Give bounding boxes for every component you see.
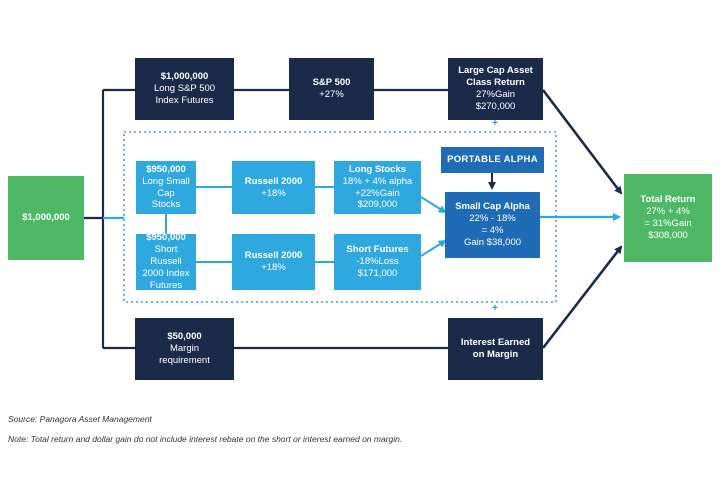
small-cap-alpha-gain: Gain $38,000: [463, 236, 522, 248]
russell-bottom-label: Russell 2000: [244, 250, 303, 262]
source-note: Source: Panagora Asset Management: [8, 414, 152, 424]
sp-futures-amount: $1,000,000: [160, 71, 209, 83]
link-short-futures-to-alpha: [420, 239, 447, 257]
total-return-result: = 31%Gain: [644, 218, 692, 229]
sp-futures-label-2: Index Futures: [155, 94, 214, 106]
russell-2000-top-box: Russell 2000 +18%: [232, 161, 315, 214]
long-stocks-formula: 18% + 4% alpha: [342, 175, 413, 187]
large-cap-title-1: Large Cap Asset: [458, 65, 533, 77]
long-small-cap-amount: $950,000: [146, 163, 186, 175]
short-russell-amount: $950,000: [146, 232, 186, 244]
short-futures-dollars: $171,000: [357, 267, 398, 279]
interest-on-margin-box: Interest Earned on Margin: [448, 318, 543, 380]
short-futures-box: Short Futures -18%Loss $171,000: [334, 234, 421, 290]
russell-top-return: +18%: [261, 187, 286, 199]
long-stocks-gain: +22%Gain: [355, 187, 400, 199]
long-small-cap-label-1: Long Small Cap: [142, 175, 190, 199]
margin-requirement-box: $50,000 Margin requirement: [135, 318, 234, 380]
total-return-formula: 27% + 4%: [646, 206, 690, 218]
long-stocks-title: Long Stocks: [348, 163, 406, 175]
short-russell-label-2: 2000 Index: [142, 267, 190, 279]
russell-top-label: Russell 2000: [244, 175, 303, 187]
large-cap-dollars: $270,000: [475, 100, 516, 112]
plus-sign-top: +: [492, 118, 498, 129]
small-cap-alpha-result: = 4%: [481, 225, 504, 236]
sp500-return: +27%: [319, 89, 344, 100]
large-cap-gain: 27%Gain: [475, 89, 516, 100]
sp500-return-box: S&P 500 +27%: [289, 58, 374, 120]
long-sp500-futures-box: $1,000,000 Long S&P 500 Index Futures: [135, 58, 234, 120]
large-cap-title-2: Class Return: [466, 77, 525, 89]
short-futures-title: Short Futures: [346, 244, 409, 256]
russell-bottom-return: +18%: [261, 262, 286, 273]
portable-alpha-box: PORTABLE ALPHA: [441, 147, 544, 173]
long-small-cap-box: $950,000 Long Small Cap Stocks: [136, 161, 196, 214]
russell-2000-bottom-box: Russell 2000 +18%: [232, 234, 315, 290]
disclaimer-note: Note: Total return and dollar gain do no…: [8, 434, 403, 444]
small-cap-alpha-title: Small Cap Alpha: [455, 201, 530, 213]
link-interest-to-total: [541, 245, 623, 349]
sp-futures-label-1: Long S&P 500: [153, 83, 216, 95]
short-futures-loss: -18%Loss: [356, 256, 399, 268]
long-stocks-box: Long Stocks 18% + 4% alpha +22%Gain $209…: [334, 161, 421, 214]
start-amount: $1,000,000: [22, 212, 70, 224]
interest-label-1: Interest Earned: [460, 337, 531, 349]
margin-label-2: requirement: [159, 354, 210, 366]
margin-label-1: Margin: [169, 343, 200, 355]
plus-sign-bottom: +: [492, 303, 498, 314]
link-large-cap-to-total: [541, 89, 623, 195]
small-cap-alpha-formula: 22% - 18%: [469, 213, 516, 225]
sp500-label: S&P 500: [312, 77, 351, 89]
short-russell-futures-box: $950,000 Short Russell 2000 Index Future…: [136, 232, 196, 291]
link-long-stocks-to-alpha: [420, 196, 447, 214]
start-capital-box: $1,000,000: [8, 176, 84, 260]
short-russell-label-1: Short Russell: [150, 244, 182, 268]
short-russell-label-3: Futures: [149, 279, 183, 291]
total-return-box: Total Return 27% + 4% = 31%Gain $308,000: [624, 174, 712, 262]
long-stocks-dollars: $209,000: [357, 199, 398, 211]
portable-alpha-label: PORTABLE ALPHA: [447, 154, 538, 166]
margin-amount: $50,000: [167, 331, 202, 343]
total-return-title: Total Return: [640, 194, 696, 206]
interest-label-2: on Margin: [472, 349, 519, 360]
large-cap-return-box: Large Cap Asset Class Return 27%Gain $27…: [448, 58, 543, 120]
total-return-dollars: $308,000: [648, 229, 688, 241]
small-cap-alpha-box: Small Cap Alpha 22% - 18% = 4% Gain $38,…: [445, 192, 540, 258]
long-small-cap-label-2: Stocks: [151, 199, 181, 211]
